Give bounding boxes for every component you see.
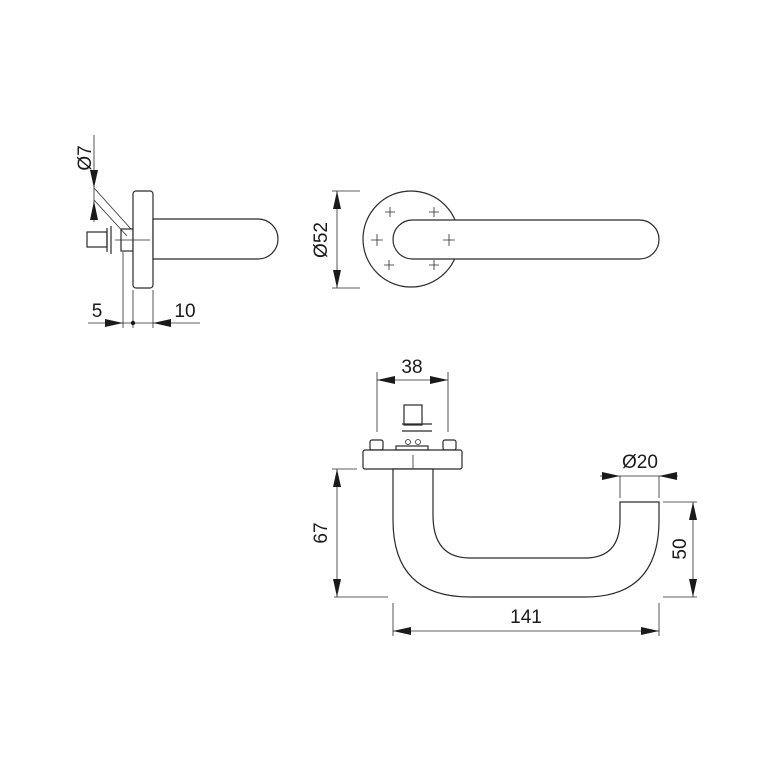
dim-rose-diameter: Ø52 <box>311 222 332 258</box>
dim-tube-diameter: Ø20 <box>622 452 658 473</box>
lever-front <box>392 219 660 260</box>
dim-length: 141 <box>510 607 542 628</box>
lever-side <box>152 218 279 260</box>
dim-spindle-diameter: Ø7 <box>75 145 96 170</box>
lever-top <box>392 468 660 598</box>
spindle <box>86 231 108 248</box>
dim-left: 5 <box>92 301 103 322</box>
top-view: 38 Ø20 67 141 50 <box>311 357 697 636</box>
dim-right: 10 <box>174 301 195 322</box>
spindle-top <box>403 404 423 426</box>
dim-screw-spacing: 38 <box>401 357 422 378</box>
side-view: Ø7 5 10 <box>75 135 279 328</box>
rose-top <box>362 449 463 470</box>
dim-height: 67 <box>311 522 332 543</box>
dim-end-height: 50 <box>670 538 691 559</box>
rose-side <box>132 190 154 289</box>
screw-crosses <box>371 207 455 270</box>
front-view: Ø52 <box>311 190 660 289</box>
